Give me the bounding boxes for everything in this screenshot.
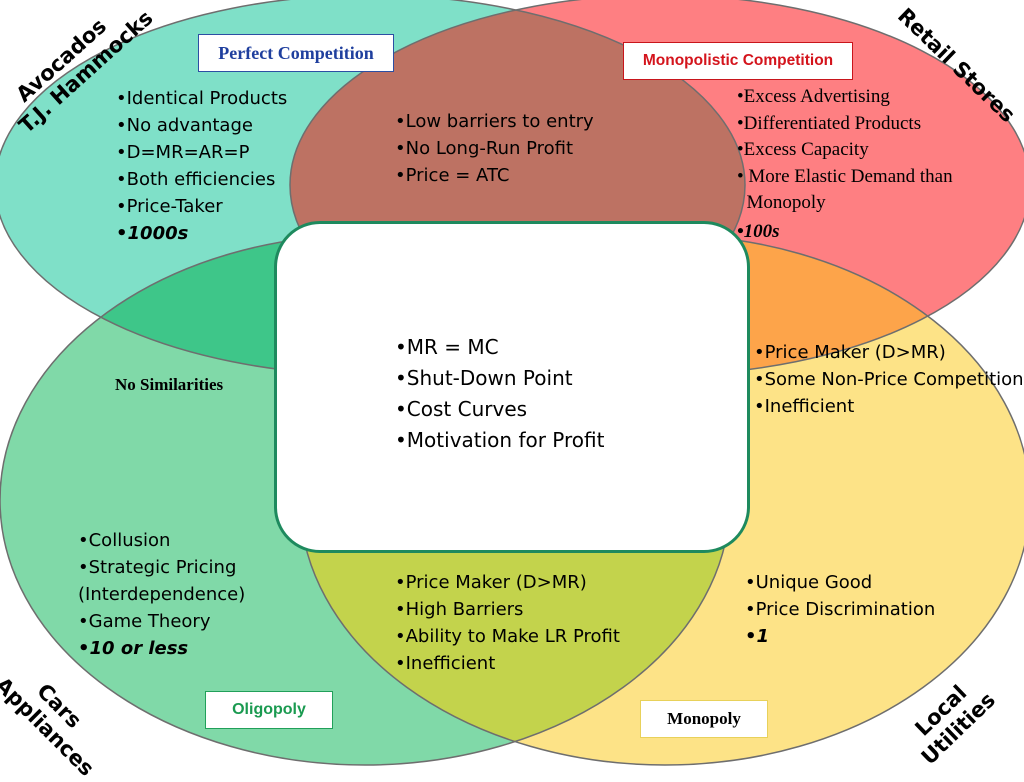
ol-mo-trait-item: •Price Maker (D>MR) bbox=[395, 572, 587, 593]
common-trait-item: •Shut-Down Point bbox=[395, 366, 573, 390]
mc-mo-trait-item: •Some Non-Price Competition bbox=[754, 369, 1024, 390]
perfect-trait-item: •No advantage bbox=[116, 115, 253, 136]
monopolistic-trait-item: •Excess Capacity bbox=[737, 139, 869, 160]
monopoly-label: Monopoly bbox=[640, 700, 768, 738]
monopoly-trait-item: •Unique Good bbox=[745, 572, 873, 593]
perfect-trait-item: •Identical Products bbox=[116, 88, 288, 109]
ol-mo-trait-item: •Inefficient bbox=[395, 653, 496, 674]
ol-mo-trait-item: •Ability to Make LR Profit bbox=[395, 626, 620, 647]
perfect-competition-traits: •Identical Products •No advantage •D=MR=AR… bbox=[116, 85, 287, 247]
oligopoly-trait-item: (Interdependence) bbox=[78, 584, 246, 605]
perfect-trait-item: •Price-Taker bbox=[116, 196, 223, 217]
oligopoly-label: Oligopoly bbox=[205, 691, 333, 729]
monopoly-trait-item: •Price Discrimination bbox=[745, 599, 936, 620]
oligopoly-trait-item: •Game Theory bbox=[78, 611, 211, 632]
monopolistic-competition-label: Monopolistic Competition bbox=[623, 42, 853, 80]
monopolistic-trait-item: Monopoly bbox=[737, 192, 826, 213]
monopolistic-monopoly-shared-traits: •Price Maker (D>MR) •Some Non-Price Compe… bbox=[754, 339, 1024, 420]
monopolistic-trait-item: •Differentiated Products bbox=[737, 112, 922, 134]
common-traits-box: •MR = MC •Shut-Down Point •Cost Curves •Mot… bbox=[274, 221, 750, 553]
common-trait-item: •MR = MC bbox=[395, 335, 499, 359]
perfect-trait-item: •Both efficiencies bbox=[116, 169, 276, 190]
perfect-trait-item: •D=MR=AR=P bbox=[116, 142, 250, 163]
common-trait-item: •Motivation for Profit bbox=[395, 428, 605, 452]
common-traits-list: •MR = MC •Shut-Down Point •Cost Curves •Mot… bbox=[395, 332, 604, 456]
oligopoly-trait-item: •Strategic Pricing bbox=[78, 557, 237, 578]
pc-mc-trait-item: •Low barriers to entry bbox=[395, 111, 594, 132]
oligopoly-traits: •Collusion •Strategic Pricing (Interdepend… bbox=[78, 527, 245, 662]
perfect-monopolistic-shared-traits: •Low barriers to entry •No Long-Run Profi… bbox=[395, 108, 594, 189]
pc-mc-trait-item: •No Long-Run Profit bbox=[395, 138, 574, 159]
no-similarities-label: No Similarities bbox=[115, 375, 224, 394]
monopolistic-competition-traits: •Excess Advertising •Differentiated Produ… bbox=[737, 86, 953, 242]
oligopoly-trait-item: •Collusion bbox=[78, 530, 171, 551]
oligopoly-monopoly-shared-traits: •Price Maker (D>MR) •High Barriers •Abilit… bbox=[395, 569, 620, 677]
monopoly-traits: •Unique Good•Price Discrimination •1 bbox=[745, 569, 935, 650]
mc-mo-trait-item: •Price Maker (D>MR) bbox=[754, 342, 946, 363]
monopolistic-trait-item: • More Elastic Demand than bbox=[737, 165, 953, 187]
monopolistic-trait-item: •Excess Advertising bbox=[737, 86, 890, 107]
common-trait-item: •Cost Curves bbox=[395, 397, 528, 421]
pc-mc-trait-item: •Price = ATC bbox=[395, 165, 510, 186]
mc-mo-trait-item: •Inefficient bbox=[754, 396, 855, 417]
ol-mo-trait-item: •High Barriers bbox=[395, 599, 524, 620]
perfect-competition-label: Perfect Competition bbox=[198, 34, 394, 72]
